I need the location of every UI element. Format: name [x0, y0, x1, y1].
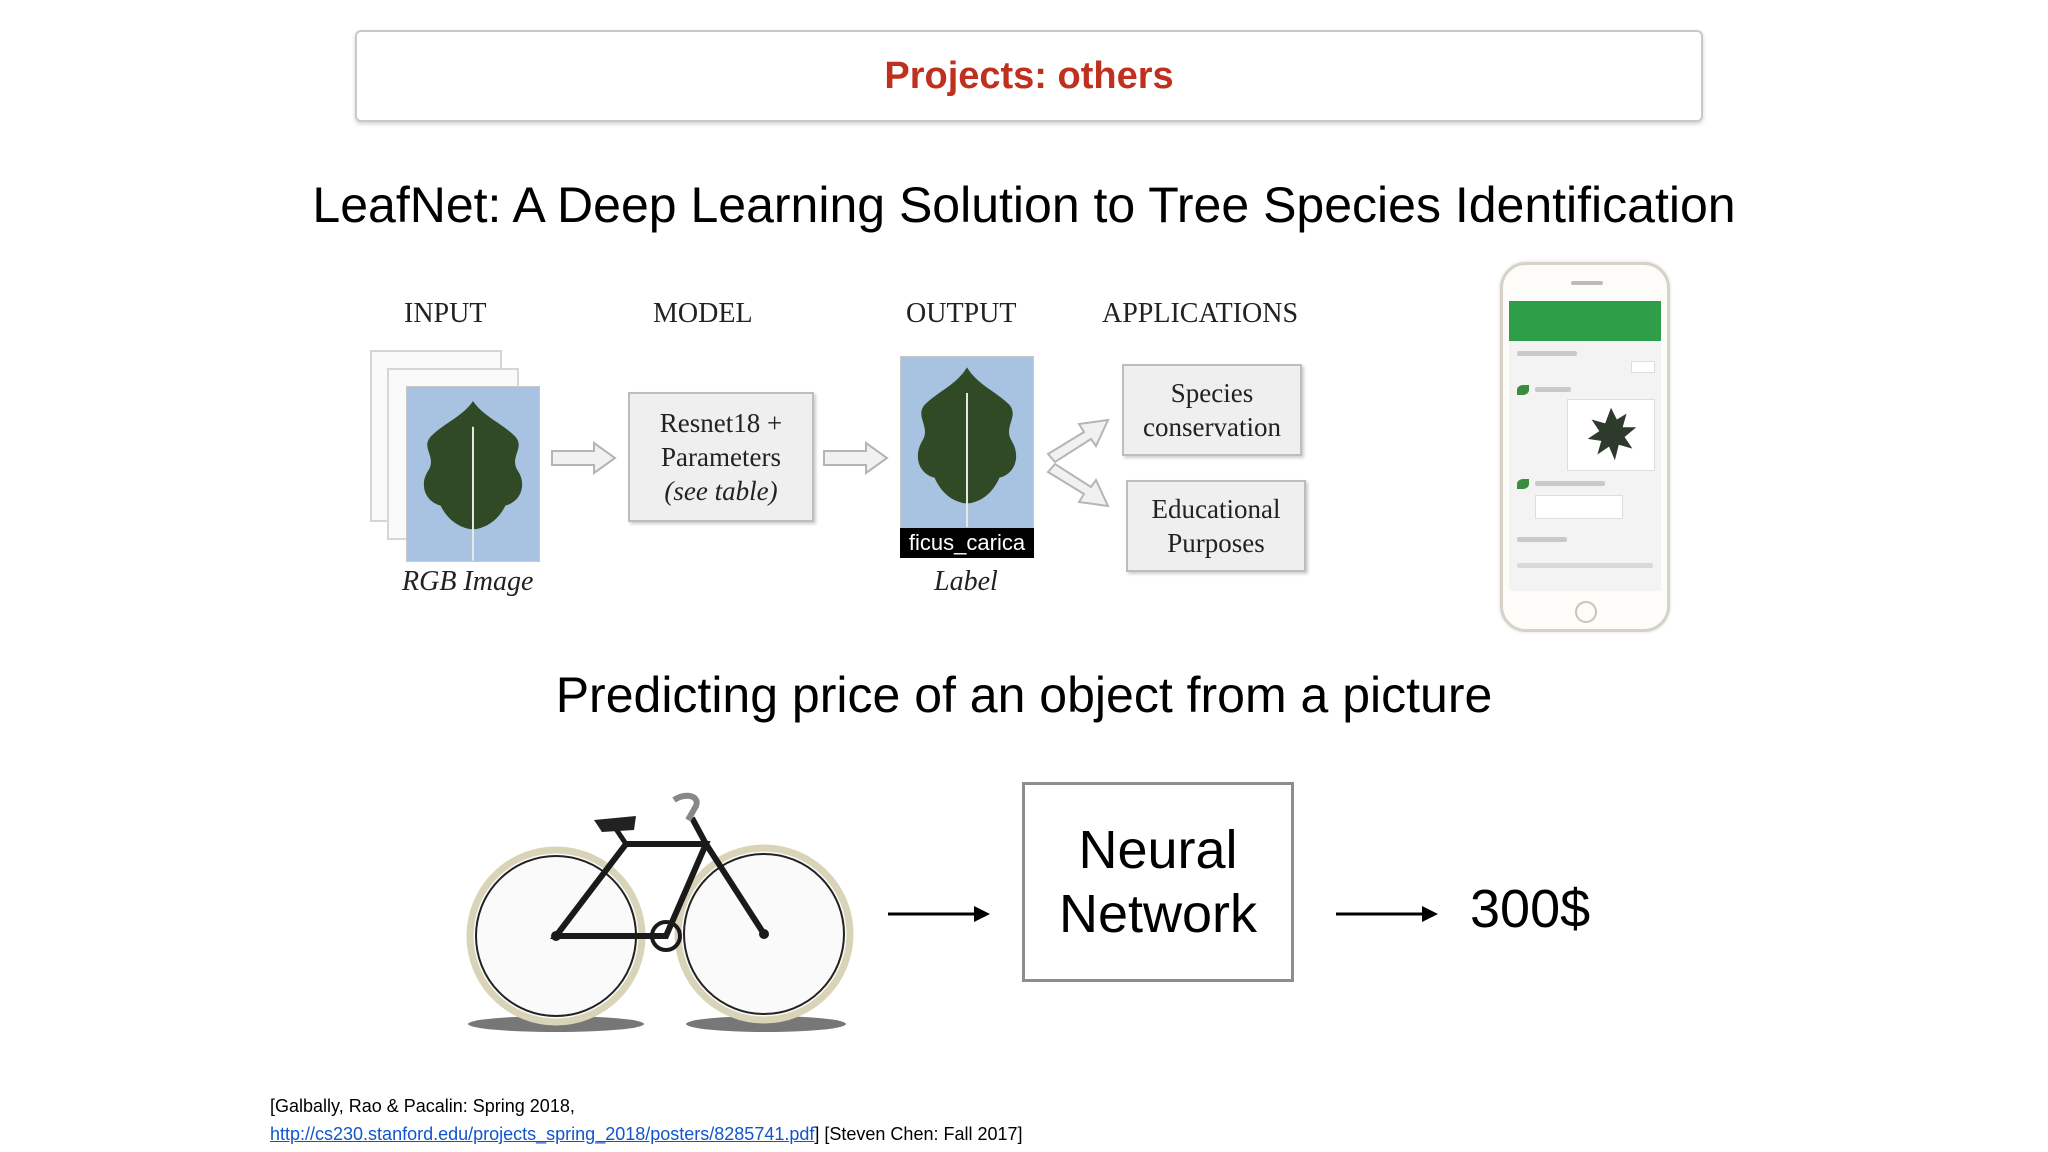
arrow-to-price-icon [1336, 906, 1438, 922]
footnote-line-1: [Galbally, Rao & Pacalin: Spring 2018, [270, 1096, 575, 1116]
model-line-2: Parameters [661, 442, 781, 472]
slide-title: Projects: others [884, 54, 1174, 97]
phone-speaker-icon [1571, 281, 1603, 285]
model-line-3: (see table) [664, 476, 778, 506]
arrow-input-to-model-icon [551, 441, 617, 475]
oak-leaf-icon [1587, 407, 1637, 461]
model-label: MODEL [653, 298, 753, 329]
leaf-icon [423, 401, 523, 561]
arrow-to-network-icon [888, 906, 990, 922]
phone-screen [1509, 301, 1661, 591]
species-conservation-box: Species conservation [1122, 364, 1302, 456]
predicted-price: 300$ [1470, 879, 1591, 939]
leaf-icon [917, 367, 1017, 527]
arrow-to-education-icon [1046, 462, 1110, 508]
rgb-image-caption: RGB Image [402, 566, 534, 597]
app1-line-2: conservation [1143, 412, 1281, 442]
input-leaf-photo [406, 386, 540, 562]
app2-line-2: Purposes [1167, 528, 1265, 558]
model-box: Resnet18 + Parameters (see table) [628, 392, 814, 522]
model-line-1: Resnet18 + [659, 408, 783, 438]
title-box: Projects: others [355, 30, 1703, 122]
app2-line-1: Educational [1151, 494, 1281, 524]
chat-leaf-icon [1517, 385, 1529, 395]
footnote-line-2: http://cs230.stanford.edu/projects_sprin… [270, 1124, 1023, 1145]
output-leaf-photo [900, 356, 1034, 558]
arrow-model-to-output-icon [823, 441, 889, 475]
phone-mockup [1500, 262, 1670, 632]
poster-link[interactable]: http://cs230.stanford.edu/projects_sprin… [270, 1124, 815, 1144]
app1-line-1: Species [1170, 378, 1254, 408]
input-label: INPUT [404, 298, 487, 329]
nn-line-2: Network [1058, 884, 1258, 944]
label-caption: Label [934, 566, 998, 597]
phone-home-button [1575, 601, 1597, 623]
price-heading: Predicting price of an object from a pic… [555, 667, 1493, 723]
neural-network-box: Neural Network [1022, 782, 1294, 982]
educational-purposes-box: Educational Purposes [1126, 480, 1306, 572]
chat-photo [1567, 399, 1655, 471]
applications-label: APPLICATIONS [1102, 298, 1299, 329]
leafnet-heading: LeafNet: A Deep Learning Solution to Tre… [312, 177, 1736, 233]
output-label: OUTPUT [906, 298, 1017, 329]
chat-leaf-icon [1517, 479, 1529, 489]
arrow-to-species-icon [1046, 418, 1110, 464]
nn-line-1: Neural [1078, 820, 1238, 880]
output-label-tag: ficus_carica [900, 528, 1034, 558]
app-bar [1509, 301, 1661, 341]
footnote-rest: ] [Steven Chen: Fall 2017] [814, 1124, 1023, 1144]
bicycle-icon [466, 792, 854, 1032]
